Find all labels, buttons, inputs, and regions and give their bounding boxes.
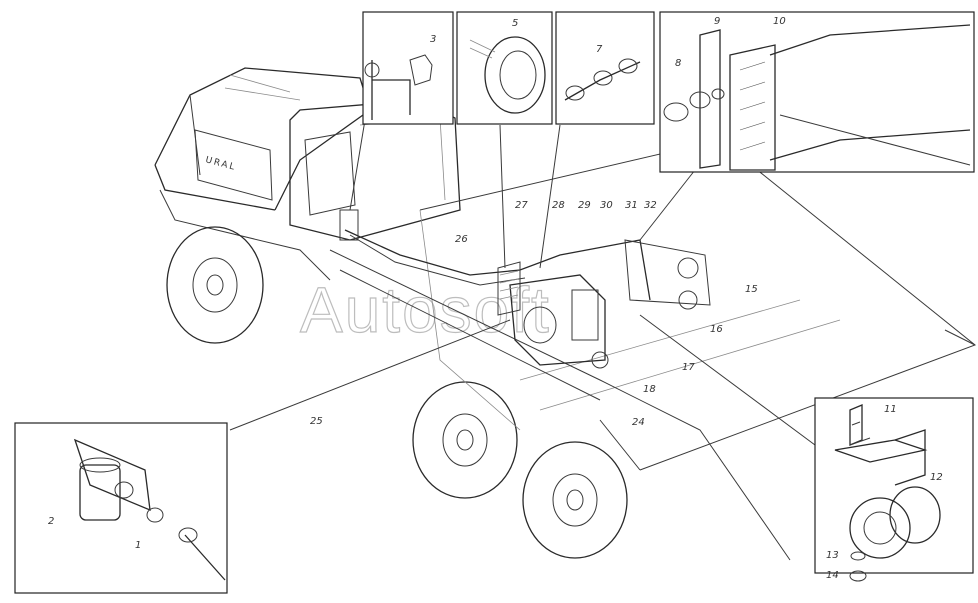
callout-labels: 1 2 3 5 7 8 9 10 11 12 13 14 15 16 17 18…: [48, 16, 943, 581]
callout-1: 1: [135, 540, 141, 551]
inset-top-left: [362, 11, 454, 125]
callout-29: 29: [578, 200, 591, 211]
callout-16: 16: [710, 324, 723, 335]
callout-10: 10: [773, 16, 786, 27]
callout-17: 17: [682, 362, 695, 373]
callout-30: 30: [600, 200, 613, 211]
callout-7: 7: [596, 44, 603, 55]
inset-connectors: [555, 11, 655, 125]
callout-12: 12: [930, 472, 943, 483]
callout-8: 8: [675, 58, 681, 69]
callout-26: 26: [455, 234, 468, 245]
callout-3: 3: [430, 34, 436, 45]
watermark: Autosoft: [300, 274, 551, 346]
inset-gauge: [456, 11, 553, 125]
callout-13: 13: [826, 550, 839, 561]
inset-frame-clamp: [659, 11, 975, 173]
callout-5: 5: [512, 18, 518, 29]
callout-11: 11: [884, 404, 897, 415]
callout-27: 27: [515, 200, 528, 211]
callout-32: 32: [644, 200, 657, 211]
callout-15: 15: [745, 284, 758, 295]
callout-2: 2: [48, 516, 54, 527]
inset-bracket: [814, 397, 974, 582]
truck-badge: URAL: [204, 155, 237, 173]
callout-28: 28: [552, 200, 565, 211]
callout-24: 24: [632, 417, 645, 428]
callout-14: 14: [826, 570, 839, 581]
callout-25: 25: [310, 416, 323, 427]
callout-18: 18: [643, 384, 656, 395]
callout-9: 9: [714, 16, 720, 27]
inset-bottom-left: [14, 422, 228, 594]
callout-31: 31: [625, 200, 638, 211]
